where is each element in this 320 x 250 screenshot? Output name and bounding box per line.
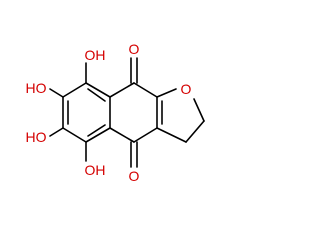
- bond: [87, 124, 106, 137]
- bond: [109, 127, 135, 143]
- bond: [109, 82, 135, 98]
- bond: [133, 82, 158, 98]
- ketone-oxygen-label-bottom: O: [129, 168, 140, 184]
- bond: [87, 88, 106, 102]
- ketone-oxygen-label-top: O: [129, 41, 140, 57]
- bond: [193, 98, 205, 122]
- hydroxyl-label-top: OH: [85, 47, 106, 63]
- bond: [62, 127, 87, 143]
- bond: [156, 127, 187, 143]
- hydroxyl-label-upper-left: HO: [26, 80, 47, 96]
- naphthofuranone-structure: OH HO HO OH O O O: [26, 41, 205, 184]
- bond: [85, 127, 111, 143]
- bond: [49, 88, 64, 98]
- bond: [185, 120, 205, 143]
- bond: [133, 127, 158, 143]
- furan-oxygen-label: O: [181, 81, 192, 97]
- bond: [49, 127, 64, 137]
- bond: [85, 82, 111, 98]
- bond: [62, 82, 87, 98]
- hydroxyl-label-lower-left: HO: [26, 129, 47, 145]
- atom-labels: OH HO HO OH O O O: [26, 41, 192, 184]
- bond-lines: [49, 57, 205, 168]
- hydroxyl-label-bottom: OH: [85, 162, 106, 178]
- bond: [156, 88, 177, 98]
